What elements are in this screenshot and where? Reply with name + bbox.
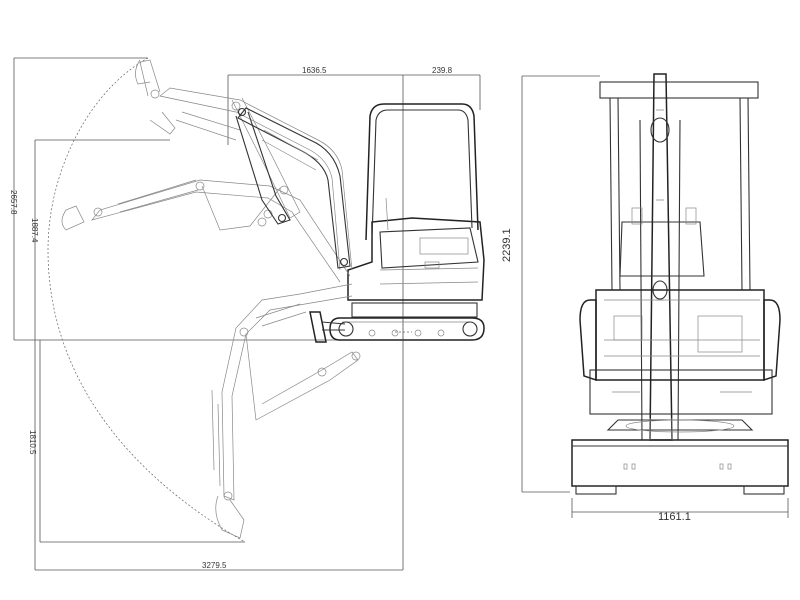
dim-dig-depth: 1810.5: [28, 430, 37, 455]
boom-position-raised: [135, 59, 353, 271]
boom-position-mid: [61, 179, 351, 283]
side-undercarriage: [309, 302, 485, 343]
canopy: [365, 103, 479, 241]
boom-position-lowered: [211, 283, 361, 539]
boom-main: [235, 107, 351, 269]
front-view: [521, 73, 789, 518]
dim-track-width: 1161.1: [658, 511, 691, 523]
dim-top-length: 1636.5: [302, 66, 327, 75]
dim-overall-height: 2239.1: [501, 228, 513, 262]
dim-top-offset: 239.8: [432, 66, 453, 75]
side-dimension-frame: [13, 57, 481, 571]
dim-dump-height: 1887.4: [30, 218, 39, 243]
dim-reach: 3279.5: [202, 561, 227, 570]
reach-envelope-arc: [47, 57, 246, 543]
side-upper-body: [347, 103, 485, 301]
dim-max-height: 2657.8: [9, 190, 18, 215]
